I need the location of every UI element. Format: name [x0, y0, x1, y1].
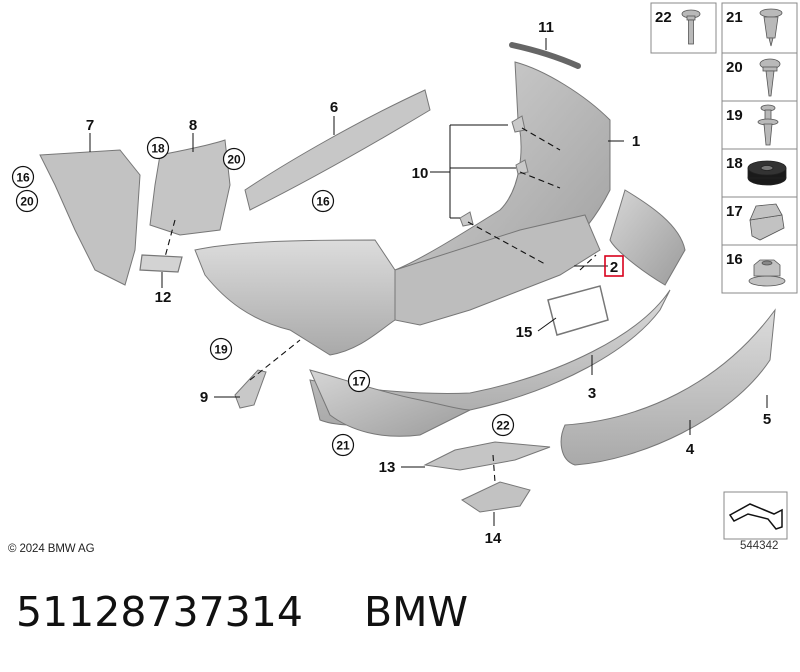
view-direction-symbol: [723, 491, 788, 540]
legend-label-18: 18: [726, 155, 743, 172]
spring-nut-icon: [749, 203, 785, 241]
frame-part-15: [547, 285, 609, 336]
callout-circle-20: [222, 147, 246, 171]
legend-label-19: 19: [726, 107, 743, 124]
callout-15: 15: [516, 324, 533, 341]
callout-10: 10: [412, 165, 429, 182]
expanding-rivet-icon: [759, 8, 783, 47]
lower-trim-part-4: [560, 308, 776, 466]
callout-9: 9: [200, 389, 208, 406]
callout-8: 8: [189, 117, 197, 134]
callout-circle-label-21: 21: [336, 439, 350, 453]
screw-icon: [759, 58, 781, 97]
callout-circle-16: [11, 165, 35, 189]
callout-circle-label-16: 16: [316, 195, 330, 209]
callout-circle-17: [347, 369, 371, 393]
callout-circle-20: [15, 189, 39, 213]
tailpipe-trim-part-14: [460, 481, 531, 513]
leader-lines: [89, 38, 768, 526]
brand-name: BMW: [364, 588, 469, 636]
callout-circle-19: [209, 337, 233, 361]
callout-2: 2: [610, 259, 618, 276]
callout-circle-label-22: 22: [496, 419, 510, 433]
side-trim-part-2: [609, 189, 686, 286]
legend-label-22: 22: [655, 9, 672, 26]
frame-part-12: [139, 254, 183, 273]
callout-13: 13: [379, 459, 396, 476]
callout-11: 11: [538, 19, 554, 36]
callout-circle-label-18: 18: [151, 142, 165, 156]
callout-circle-16: [311, 189, 335, 213]
callout-circle-22: [491, 413, 515, 437]
clip-pin-icon: [757, 104, 779, 146]
callout-12: 12: [155, 289, 172, 306]
assembly-dash-lines: [164, 127, 597, 483]
diagram-code: 544342: [740, 540, 779, 552]
bumper-cover-part-1: [194, 61, 611, 356]
part-number: 51128737314: [16, 588, 303, 636]
callout-4: 4: [686, 441, 695, 458]
bracket-part-9: [39, 149, 141, 286]
hex-nut-icon: [748, 259, 786, 287]
reflector-part-8: [234, 369, 267, 409]
fastener-legend: 22 21 20 19 18 17 16: [650, 2, 798, 294]
callout-circle-label-17: 17: [352, 375, 366, 389]
callout-14: 14: [485, 530, 502, 547]
copyright-text: © 2024 BMW AG: [8, 543, 95, 555]
carrier-part-6: [244, 89, 431, 211]
callout-circle-label-16: 16: [16, 171, 30, 185]
legend-label-21: 21: [726, 9, 743, 26]
legend-label-16: 16: [726, 251, 743, 268]
bracket-part-7: [149, 139, 231, 236]
legend-label-17: 17: [726, 203, 743, 220]
bracket-part-13: [423, 441, 551, 471]
callout-circle-label-20: 20: [20, 195, 34, 209]
callout-5: 5: [763, 411, 771, 428]
callout-circle-18: [146, 136, 170, 160]
circled-callouts: 16 16 17 18 19 20 20 21 22: [11, 136, 515, 457]
callout-1: 1: [632, 133, 640, 150]
callout-6: 6: [330, 99, 338, 116]
callout-circle-label-20: 20: [227, 153, 241, 167]
footer: 51128737314 BMW: [16, 588, 468, 648]
grommet-icon: [747, 160, 787, 186]
callout-circle-label-19: 19: [214, 343, 228, 357]
bolt-icon: [681, 9, 701, 45]
callout-7: 7: [86, 117, 94, 134]
legend-label-20: 20: [726, 59, 743, 76]
highlight-box: [604, 255, 624, 277]
callout-circle-21: [331, 433, 355, 457]
strip-part-11: [509, 42, 581, 69]
callout-3: 3: [588, 385, 596, 402]
